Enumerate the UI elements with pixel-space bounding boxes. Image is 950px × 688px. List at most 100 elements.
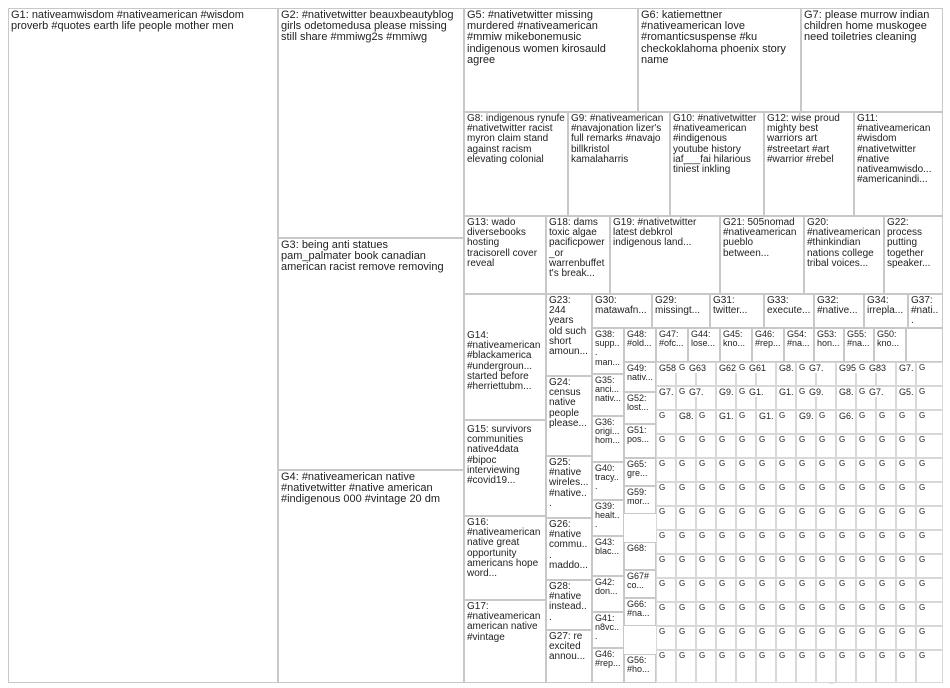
group-small[interactable]: G [696,434,716,458]
group-small[interactable]: G [816,530,836,554]
group-small[interactable]: G [916,434,943,458]
group-g17[interactable]: G17: #nativeamerican american native #vi… [464,600,546,683]
group-g38[interactable]: G38: supp... man... [592,328,624,374]
group-small[interactable]: G [836,602,856,626]
group-small[interactable]: G [676,482,696,506]
group-small[interactable]: G [656,530,676,554]
group-g5[interactable]: G5: #nativetwitter missing murdered #nat… [464,8,638,112]
group-g37[interactable]: G37: #nati... [908,294,943,328]
group-small[interactable]: G [776,578,796,602]
group-g24[interactable]: G24: census native people please... [546,376,592,456]
group-small[interactable]: G [896,434,916,458]
group-small[interactable]: G [896,482,916,506]
group-small[interactable]: G [736,410,756,434]
group-small[interactable]: G [716,506,736,530]
group-small[interactable]: G [736,602,756,626]
group-small[interactable]: G [856,482,876,506]
group-small[interactable]: G [756,506,776,530]
group-small[interactable]: G [856,650,876,683]
group-small[interactable]: G [916,362,943,386]
group-small[interactable]: G [816,578,836,602]
group-g68[interactable]: G67#co... [624,570,656,598]
group-g42[interactable]: G42: don... [592,576,624,612]
group-small[interactable]: G [696,554,716,578]
group-small[interactable]: G [836,650,856,683]
group-small[interactable]: G [716,602,736,626]
group-small[interactable]: G [836,578,856,602]
group-small[interactable]: G [876,554,896,578]
group-small[interactable]: G [736,434,756,458]
group-small[interactable]: G [916,482,943,506]
group-g18[interactable]: G18: dams toxic algae pacificpower_or wa… [546,216,610,294]
group-small[interactable]: G [876,506,896,530]
group-small[interactable]: G [736,482,756,506]
group-g59[interactable]: G56: #ho... [624,654,656,683]
group-g13[interactable]: G13: wado diversebooks hosting tracisore… [464,216,546,294]
group-small[interactable]: G [896,506,916,530]
group-g19[interactable]: G19: #nativetwitter latest debkrol indig… [610,216,720,294]
group-g34[interactable]: G34: irrepla... [864,294,908,328]
group-g67[interactable]: G66: #na... [624,598,656,626]
group-small[interactable]: G [836,506,856,530]
group-small[interactable]: G [876,530,896,554]
group-g1[interactable]: G1: nativeamwisdom #nativeamerican #wisd… [8,8,278,683]
group-g95[interactable] [906,328,943,362]
group-g11[interactable]: G11: #nativeamerican #wisdom #nativetwit… [854,112,943,216]
group-small[interactable]: G [836,554,856,578]
group-small[interactable]: G [736,458,756,482]
group-small[interactable]: G [836,482,856,506]
group-small[interactable]: G [776,650,796,683]
group-small[interactable]: G [816,554,836,578]
group-small[interactable]: G [796,458,816,482]
group-g53[interactable]: G52: lost... [624,392,656,424]
group-g52[interactable]: G51: pos... [624,424,656,458]
group-small[interactable]: G [796,602,816,626]
group-small[interactable]: G [896,602,916,626]
group-small[interactable]: G [896,554,916,578]
group-g31[interactable]: G31: twitter... [710,294,764,328]
group-small[interactable]: G [856,554,876,578]
group-g66[interactable]: G65: gre... [624,458,656,486]
group-small[interactable]: G [736,554,756,578]
group-small[interactable]: G [736,578,756,602]
group-small[interactable]: G [876,602,896,626]
group-g51[interactable]: G50: kno... [874,328,906,362]
group-g32[interactable]: G32: #native... [814,294,864,328]
group-small[interactable]: G [856,458,876,482]
group-g26[interactable]: G26: #native commu... maddo... [546,518,592,580]
group-small[interactable]: G [916,650,943,683]
group-g65[interactable]: G59: mor... [624,486,656,514]
group-small[interactable]: G [836,530,856,554]
group-small[interactable]: G [676,554,696,578]
group-g4[interactable]: G4: #nativeamerican native #nativetwitte… [278,470,464,683]
group-small[interactable]: G [716,626,736,650]
group-small[interactable]: G [716,554,736,578]
group-small[interactable]: G [856,434,876,458]
group-small[interactable]: G [776,458,796,482]
group-small[interactable]: G [816,602,836,626]
group-small[interactable]: G [676,434,696,458]
group-small[interactable]: G [896,650,916,683]
group-small[interactable]: G [696,506,716,530]
group-g7[interactable]: G7: please murrow indian children home m… [801,8,943,112]
group-small[interactable]: G [816,626,836,650]
group-small[interactable]: G [736,530,756,554]
group-g12[interactable]: G12: wise proud mighty best warriors art… [764,112,854,216]
group-small[interactable]: G [656,650,676,683]
group-small[interactable]: G [756,482,776,506]
group-g30[interactable]: G30: matawafn... [592,294,652,328]
group-g8[interactable]: G8: indigenous rynufe #nativetwitter rac… [464,112,568,216]
group-small[interactable]: G [816,650,836,683]
group-g47[interactable]: G46: #rep... [592,648,624,683]
group-small[interactable]: G [676,626,696,650]
group-g6[interactable]: G6: katiemettner #nativeamerican love #r… [638,8,801,112]
group-small[interactable]: G [676,602,696,626]
group-small[interactable]: G [716,458,736,482]
group-small[interactable]: G [856,530,876,554]
group-g2[interactable]: G2: #nativetwitter beauxbeautyblog girls… [278,8,464,238]
group-small[interactable]: G [696,578,716,602]
group-small[interactable]: G [756,650,776,683]
group-small[interactable]: G [776,626,796,650]
group-small[interactable]: G [676,530,696,554]
group-small[interactable]: G [756,626,776,650]
